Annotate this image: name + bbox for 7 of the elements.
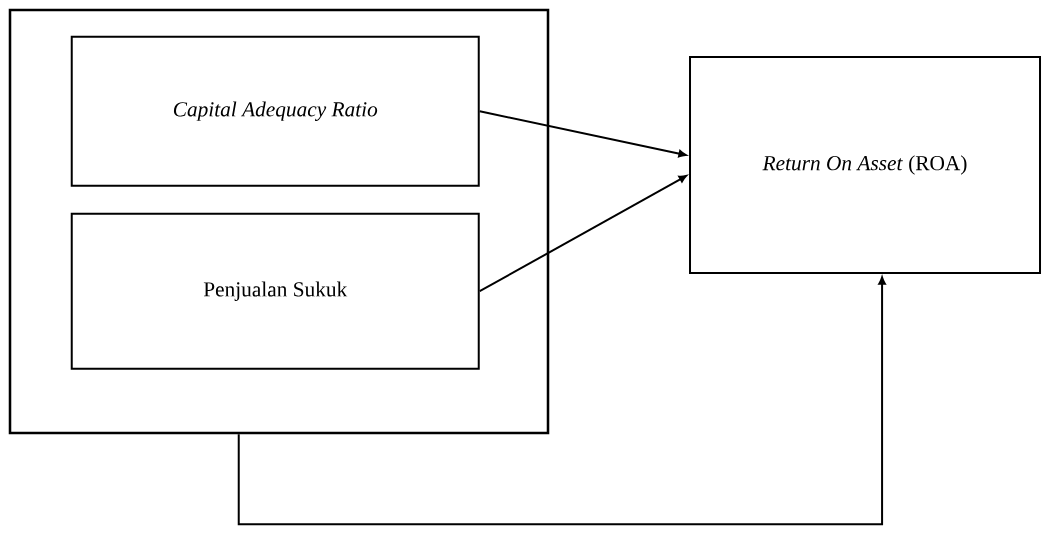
arrow xyxy=(478,110,687,158)
arrow xyxy=(237,276,886,526)
arrow xyxy=(478,175,687,293)
variable-box: Return On Asset (ROA) xyxy=(689,56,1041,274)
group-box xyxy=(8,8,550,435)
variable-box: Capital Adequacy Ratio xyxy=(70,35,480,187)
variable-box: Penjualan Sukuk xyxy=(70,212,480,370)
